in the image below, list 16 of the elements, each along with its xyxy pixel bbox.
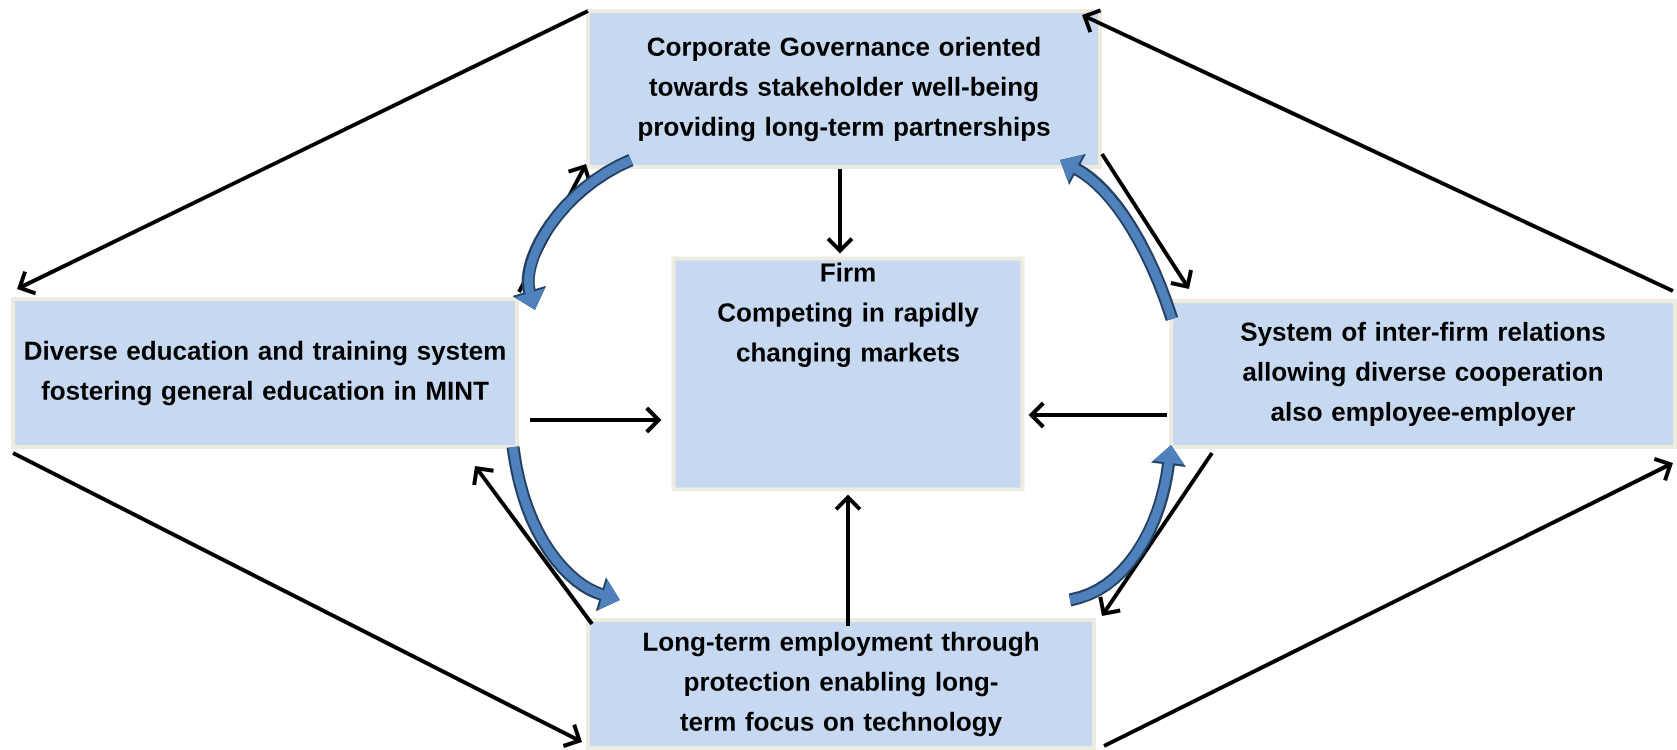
text-box: Firm Competing in rapidly changing markets — [671, 256, 1025, 492]
arrow — [1098, 451, 1214, 616]
text-box: System of inter-firm relations allowing diverse cooperation also employee-employer — [1169, 299, 1677, 449]
arrow — [17, 9, 589, 296]
arrow — [1082, 8, 1674, 293]
arrow — [1028, 401, 1167, 429]
text-box: Corporate Governance oriented towards stakeholder well-being providing long-term partnerships — [586, 9, 1102, 169]
arrow — [826, 169, 854, 254]
arrow — [12, 451, 582, 748]
arrow — [1103, 456, 1673, 748]
arrow — [472, 466, 594, 626]
arrow — [530, 406, 662, 434]
text-box: Diverse education and training system fostering general education in MINT — [11, 297, 519, 449]
text-box: Long-term employment through protection enabling long-term focus on technology — [586, 618, 1096, 750]
arrow — [834, 494, 862, 626]
arrow — [1100, 152, 1193, 289]
